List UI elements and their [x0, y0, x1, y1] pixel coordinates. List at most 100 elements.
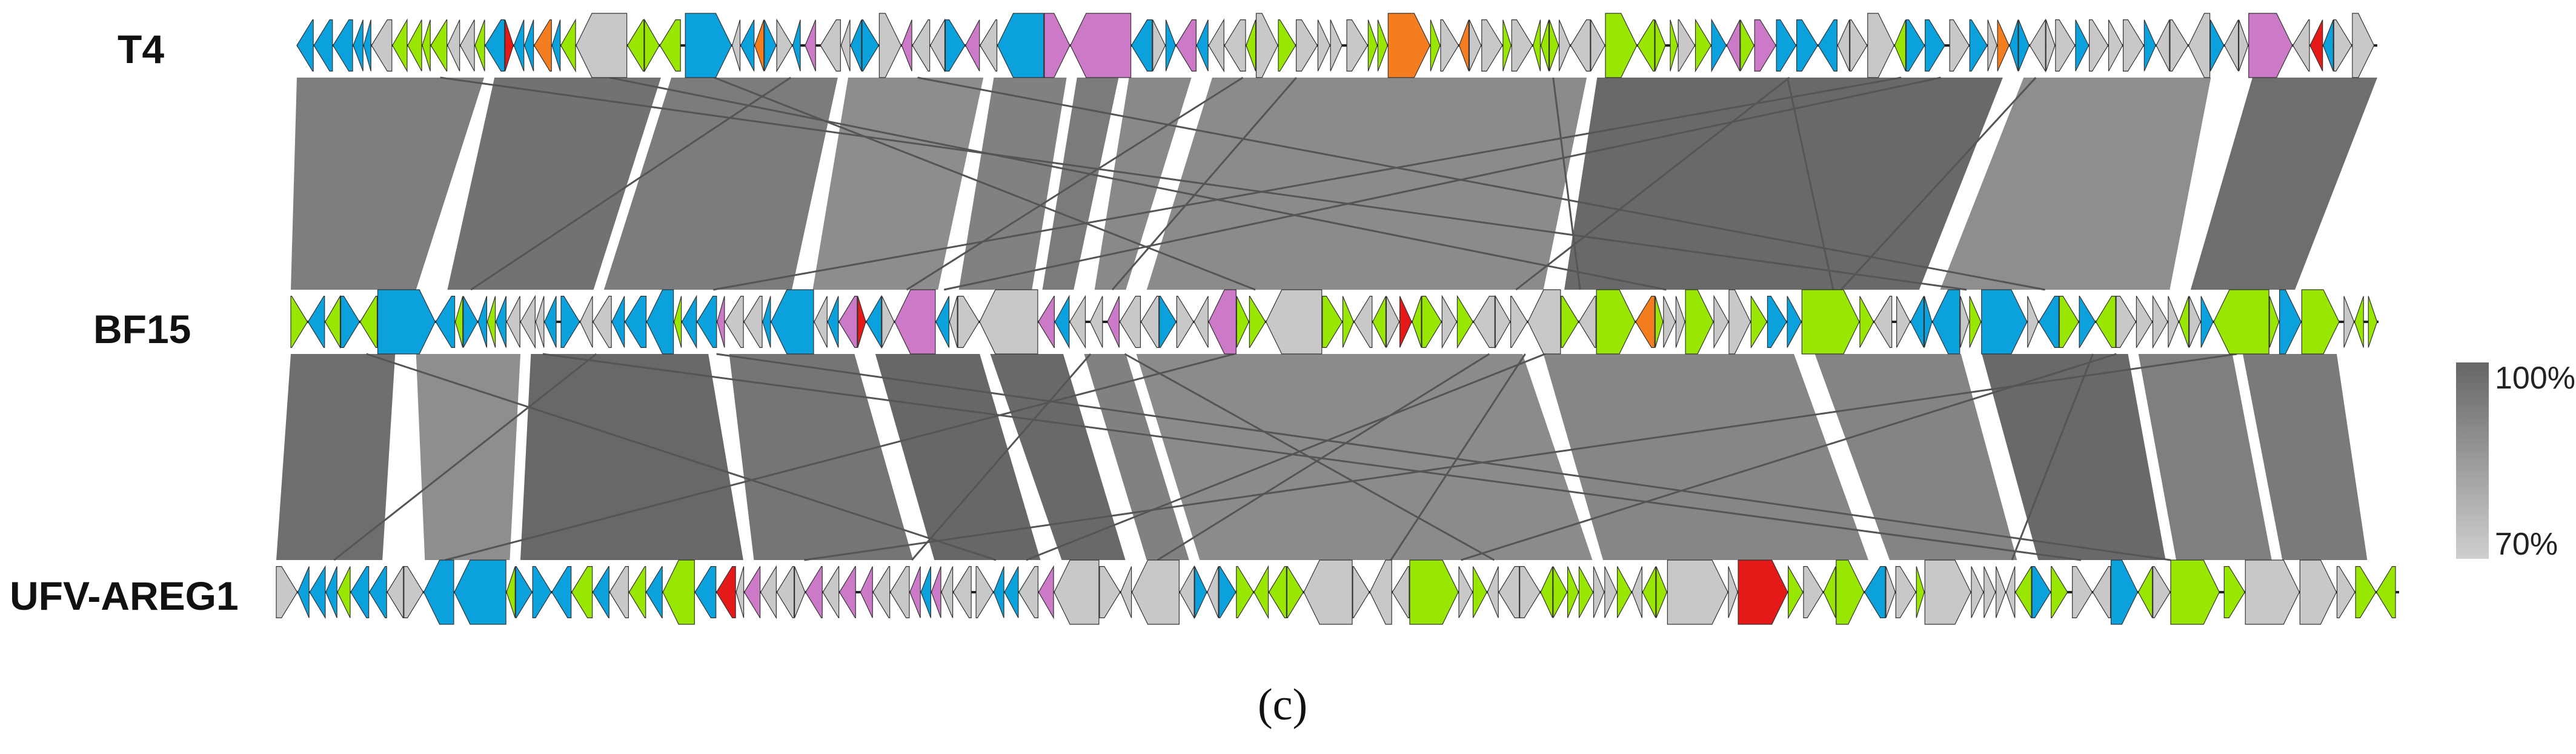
gene-arrow	[1540, 19, 1550, 72]
gene-arrow	[1803, 566, 1824, 619]
homology-line	[1840, 76, 2037, 291]
gene-arrow	[1054, 559, 1100, 625]
gene-arrow	[776, 566, 795, 619]
gene-arrow	[1441, 295, 1458, 349]
scale-max-label: 100%	[2495, 361, 2575, 396]
gene-arrow	[371, 19, 393, 72]
gene-arrow	[941, 566, 954, 618]
gene-arrow	[506, 566, 516, 618]
gene-arrow	[1836, 559, 1865, 625]
gene-arrow	[515, 566, 533, 619]
gene-arrow	[1409, 559, 1459, 625]
gene-arrow	[1767, 296, 1787, 349]
homology-line	[1111, 77, 1297, 290]
gene-arrow	[716, 566, 736, 619]
gene-arrow	[644, 18, 660, 73]
gene-arrow	[485, 19, 505, 72]
gene-arrow	[2038, 296, 2059, 349]
homology-line	[1515, 76, 1790, 291]
gene-arrow	[1207, 566, 1219, 618]
gene-arrow	[1561, 296, 1579, 349]
genome-track-ufv-areg1	[276, 559, 2399, 625]
gene-arrow	[901, 19, 912, 72]
gene-arrow	[2156, 19, 2170, 72]
gene-arrow	[957, 296, 980, 349]
homology-line	[445, 353, 1235, 561]
gene-arrow	[2152, 295, 2168, 349]
gene-arrow	[454, 296, 463, 348]
gene-arrow	[920, 566, 932, 618]
gene-arrow	[1655, 296, 1664, 348]
gene-arrow	[860, 566, 873, 618]
gene-arrow	[571, 566, 593, 619]
gene-arrow	[1193, 296, 1209, 348]
homology-line	[1026, 353, 1545, 561]
gene-arrow	[1387, 13, 1430, 78]
gene-arrow	[2027, 296, 2039, 348]
gene-arrow	[1119, 296, 1141, 349]
gene-arrow	[1997, 19, 2010, 72]
gene-arrow	[2089, 19, 2109, 72]
gene-arrow	[2169, 19, 2189, 72]
gene-arrow	[1253, 565, 1269, 619]
gene-arrow	[325, 295, 341, 349]
gene-arrow	[949, 296, 958, 348]
gene-arrow	[297, 566, 310, 618]
gene-arrow	[2095, 296, 2116, 349]
gene-arrow	[1656, 566, 1668, 618]
gene-arrow	[659, 19, 681, 72]
gene-arrow	[2029, 18, 2046, 73]
gene-arrow	[764, 19, 777, 72]
gene-arrow	[2292, 19, 2310, 72]
gene-arrow	[850, 19, 862, 72]
gene-arrow	[2223, 566, 2245, 619]
gene-arrow	[460, 19, 475, 72]
gene-arrow	[513, 19, 525, 72]
gene-arrow	[1130, 19, 1153, 72]
homology-ribbon	[2138, 354, 2272, 560]
gene-arrow	[2269, 296, 2280, 348]
gene-arrow	[560, 296, 580, 349]
gene-arrow	[1386, 296, 1400, 348]
gene-arrow	[696, 296, 717, 349]
gene-arrow	[2189, 296, 2201, 348]
identity-scale-bar	[2456, 362, 2489, 559]
gene-arrow	[1971, 566, 1984, 618]
gene-arrow	[2354, 296, 2364, 348]
gene-arrow	[805, 19, 816, 72]
gene-arrow	[1165, 19, 1176, 72]
homology-ribbon	[447, 78, 661, 290]
gene-arrow	[520, 295, 536, 349]
gene-arrow	[1754, 19, 1776, 72]
gene-arrow	[1632, 566, 1642, 618]
gene-arrow	[2079, 296, 2096, 349]
homology-ribbon	[1982, 354, 2166, 560]
panel-label: (c)	[1258, 680, 1308, 730]
homology-line	[804, 353, 2237, 561]
gene-arrow	[1796, 19, 1818, 72]
gene-arrow	[403, 566, 424, 619]
gene-arrow	[1932, 289, 1960, 355]
homology-ribbon	[812, 78, 984, 290]
gene-arrow	[1346, 19, 1369, 72]
gene-arrow	[2072, 566, 2093, 619]
gene-arrow	[1637, 19, 1655, 72]
homology-ribbon	[291, 78, 485, 290]
gene-arrow	[1896, 296, 1911, 348]
gene-arrow	[1905, 19, 1925, 72]
gene-arrow	[776, 18, 793, 73]
gene-arrow	[1750, 296, 1768, 349]
gene-arrow	[350, 566, 370, 619]
gene-arrow	[1369, 559, 1392, 625]
gene-arrow	[276, 566, 298, 619]
homology-ribbon	[1042, 78, 1119, 290]
gene-arrow	[1867, 13, 1895, 78]
genome-label-t4: T4	[118, 27, 165, 72]
gene-arrow	[2248, 13, 2293, 78]
gene-arrow	[1131, 559, 1180, 625]
gene-arrow	[2108, 19, 2123, 72]
gene-arrow	[535, 296, 545, 348]
gene-arrow	[965, 19, 980, 72]
gene-arrow	[1421, 296, 1442, 349]
